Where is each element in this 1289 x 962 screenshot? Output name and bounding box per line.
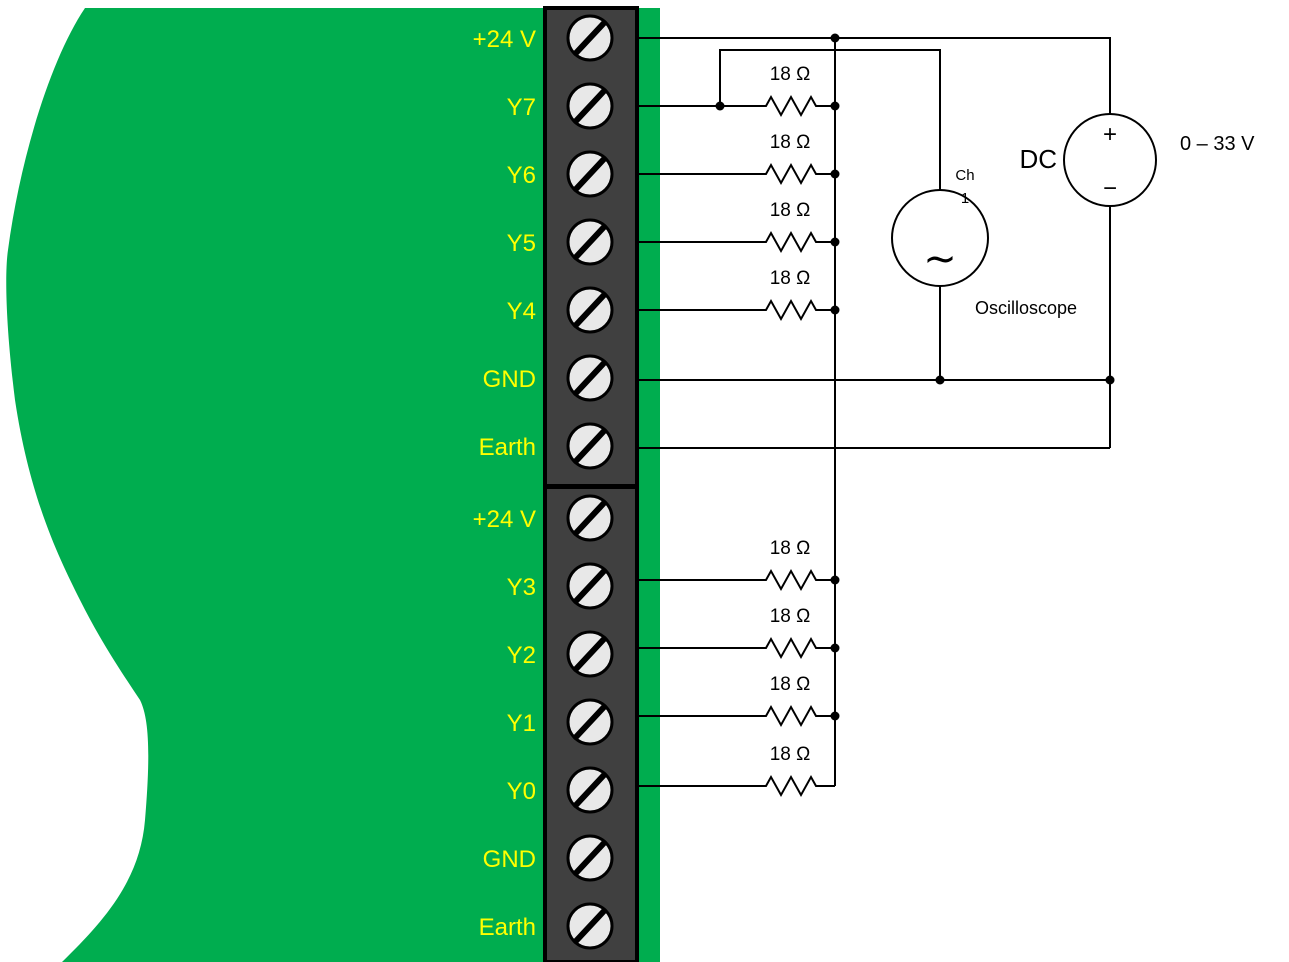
dc-minus-sign: −	[1103, 175, 1117, 202]
resistor-lower-3: 18 Ω	[760, 744, 835, 798]
terminal-label-upper-24-v: +24 V	[473, 26, 536, 53]
screw-terminal-upper-24-v	[566, 14, 614, 62]
plc-board	[6, 8, 660, 962]
resistor-upper-1: 18 Ω	[760, 132, 835, 186]
terminal-label-lower-earth: Earth	[479, 914, 536, 941]
screw-terminal-upper-gnd	[566, 354, 614, 402]
junctions	[715, 33, 1115, 721]
dc-source-symbol	[1063, 113, 1157, 207]
dc-label: DC	[1019, 144, 1057, 174]
terminal-label-upper-y7: Y7	[507, 94, 536, 121]
terminal-label-lower-y1: Y1	[507, 710, 536, 737]
resistor-value-label: 18 Ω	[770, 200, 811, 221]
screw-terminal-upper-y6	[566, 150, 614, 198]
screw-terminal-upper-y4	[566, 286, 614, 334]
screw-terminal-lower-y3	[566, 562, 614, 610]
resistor-value-label: 18 Ω	[770, 744, 811, 765]
resistor-value-label: 18 Ω	[770, 64, 811, 85]
terminal-label-lower-24-v: +24 V	[473, 506, 536, 533]
screw-terminal-lower-earth	[566, 902, 614, 950]
terminal-label-upper-earth: Earth	[479, 434, 536, 461]
screw-terminal-lower-y0	[566, 766, 614, 814]
scope-channel-label: Ch	[955, 167, 974, 184]
resistor-value-label: 18 Ω	[770, 538, 811, 559]
terminal-label-upper-gnd: GND	[483, 366, 536, 393]
terminal-label-upper-y4: Y4	[507, 298, 536, 325]
terminal-label-upper-y6: Y6	[507, 162, 536, 189]
scope-tilde: ~	[923, 236, 957, 282]
plus24-wire	[637, 37, 1111, 118]
resistor-lower-2: 18 Ω	[760, 674, 835, 728]
resistor-value-label: 18 Ω	[770, 606, 811, 627]
resistor-upper-3: 18 Ω	[760, 268, 835, 322]
screw-terminal-lower-y2	[566, 630, 614, 678]
screw-terminal-lower-gnd	[566, 834, 614, 882]
screw-terminal-upper-y7	[566, 82, 614, 130]
resistor-value-label: 18 Ω	[770, 674, 811, 695]
resistor-lower-0: 18 Ω	[760, 538, 835, 592]
oscilloscope-symbol	[891, 189, 989, 287]
terminal-label-lower-gnd: GND	[483, 846, 536, 873]
screw-terminal-upper-earth	[566, 422, 614, 470]
screw-terminal-lower-24-v	[566, 494, 614, 542]
wiring	[637, 37, 1111, 787]
dc-voltage-range: 0 – 33 V	[1180, 133, 1255, 155]
terminal-label-lower-y0: Y0	[507, 778, 536, 805]
dc-source: + − DC 0 – 33 V	[1019, 113, 1255, 207]
scope-tap-wire	[719, 49, 941, 190]
screw-terminal-upper-y5	[566, 218, 614, 266]
terminal-label-upper-y5: Y5	[507, 230, 536, 257]
resistor-upper-0: 18 Ω	[760, 64, 835, 118]
scope-caption: Oscilloscope	[975, 298, 1077, 318]
resistor-lower-1: 18 Ω	[760, 606, 835, 660]
resistor-value-label: 18 Ω	[770, 132, 811, 153]
screw-terminal-lower-y1	[566, 698, 614, 746]
terminal-label-lower-y2: Y2	[507, 642, 536, 669]
dc-plus-sign: +	[1103, 121, 1117, 148]
oscilloscope: ~ Ch 1 Oscilloscope	[891, 167, 1077, 318]
scope-channel-number: 1	[961, 190, 969, 207]
terminal-label-lower-y3: Y3	[507, 574, 536, 601]
resistor-value-label: 18 Ω	[770, 268, 811, 289]
resistor-upper-2: 18 Ω	[760, 200, 835, 254]
